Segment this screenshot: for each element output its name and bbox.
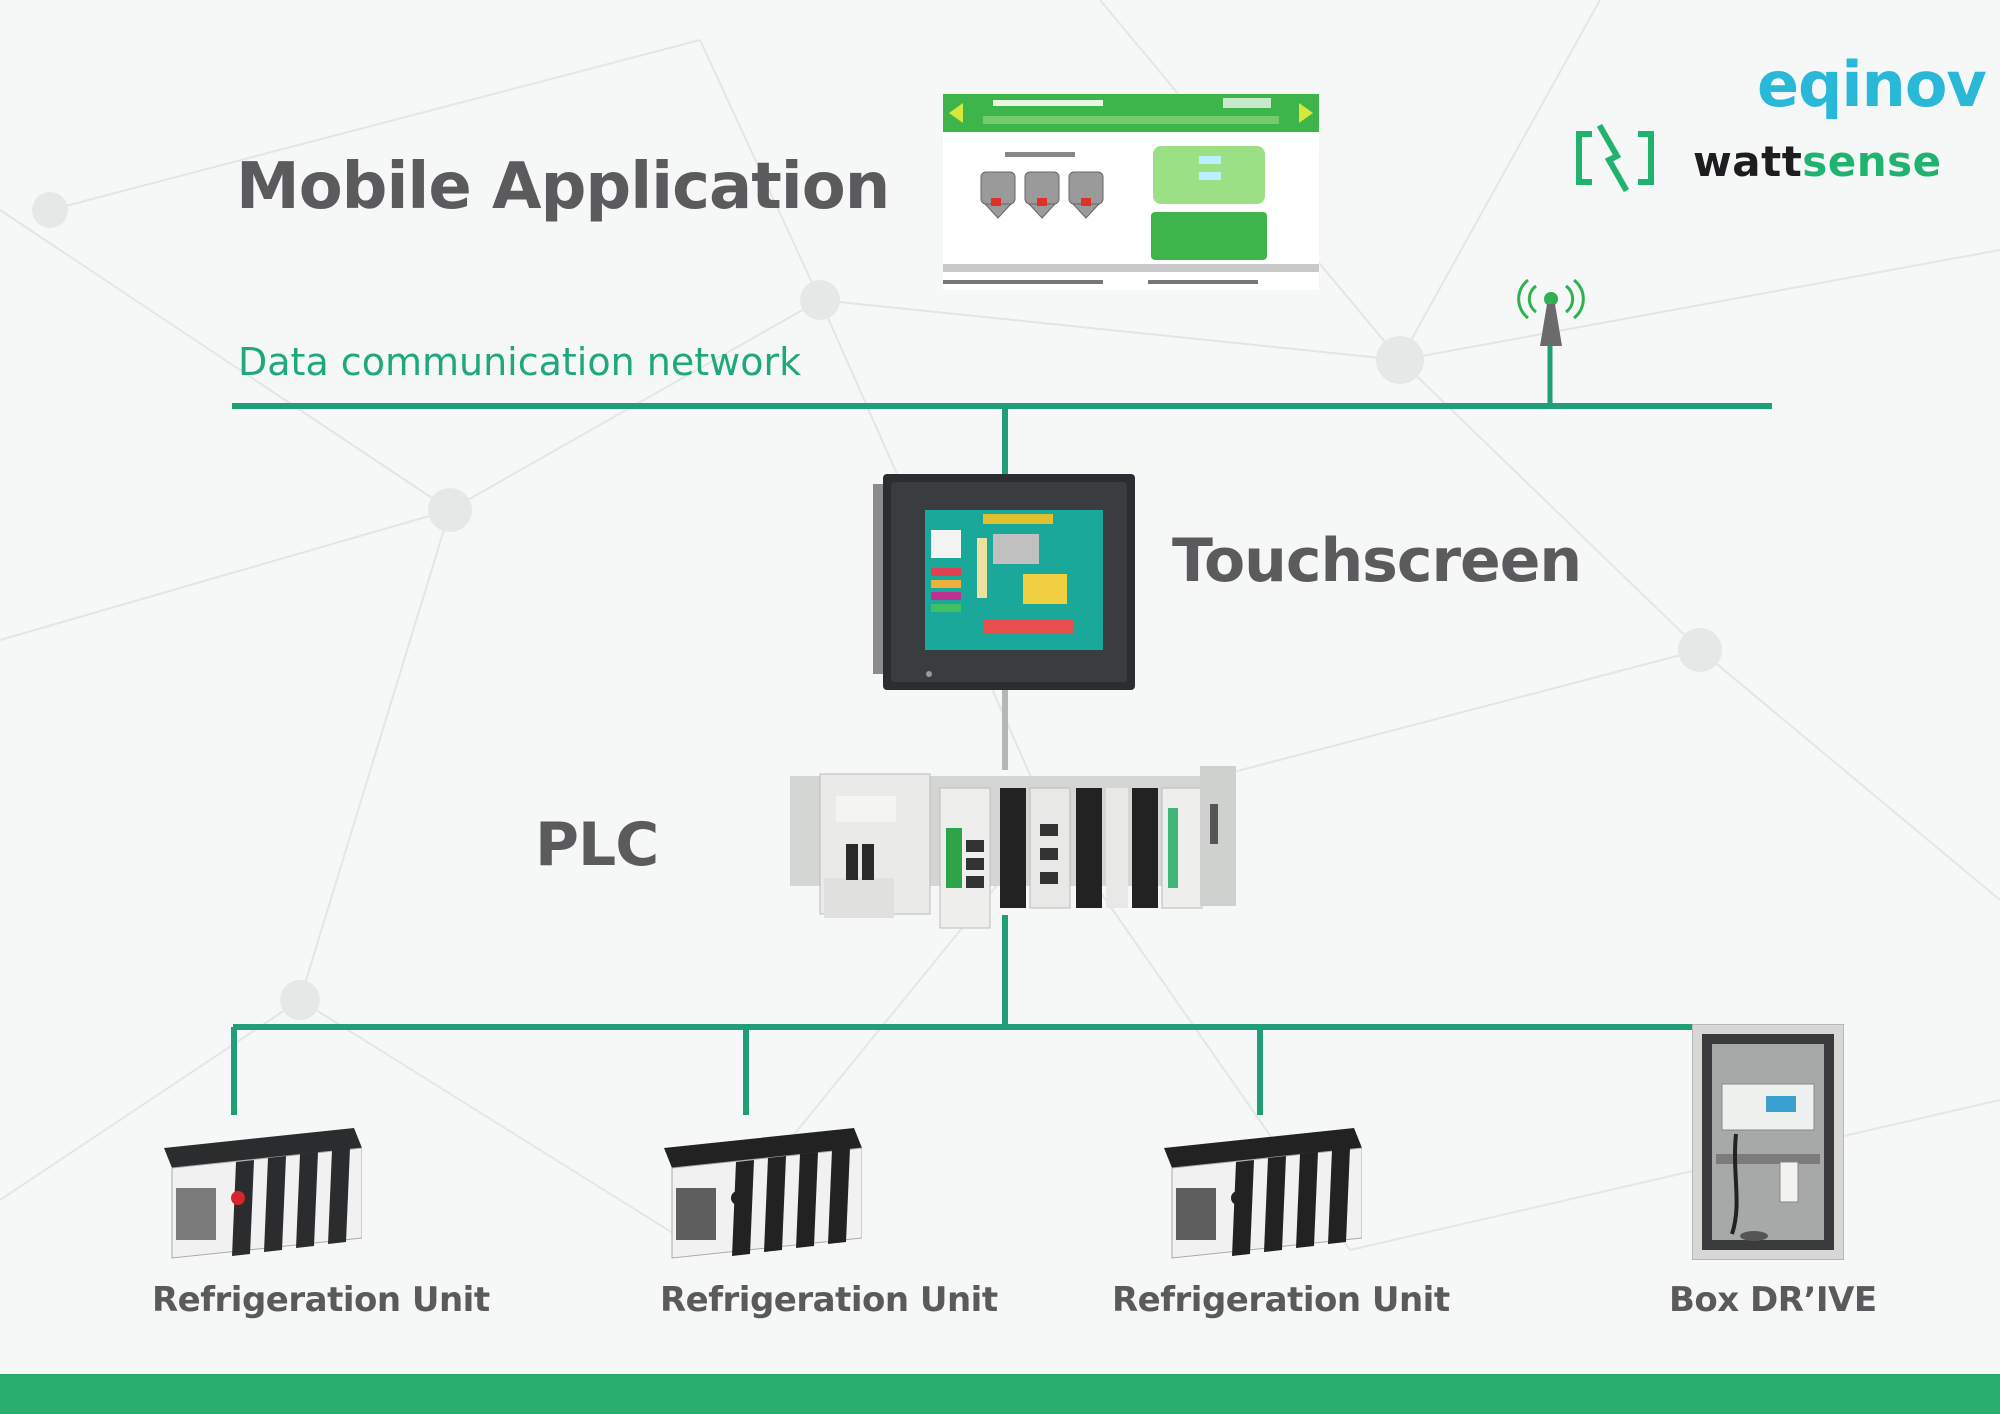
unit-label-1: Refrigeration Unit	[152, 1280, 490, 1320]
wattsense-wordmark: wattsense	[1693, 137, 1942, 186]
plc-device	[790, 766, 1236, 929]
unit-label-2: Refrigeration Unit	[660, 1280, 998, 1320]
mobile-application-title: Mobile Application	[236, 150, 890, 224]
wattsense-sense: sense	[1802, 137, 1942, 186]
refrigeration-unit-1-image	[164, 1128, 362, 1259]
footer-bar	[0, 1374, 2000, 1414]
plc-title: PLC	[535, 810, 659, 880]
touchscreen-title: Touchscreen	[1172, 526, 1582, 596]
unit-label-4: Box DR’IVE	[1669, 1280, 1877, 1320]
mobile-app-screenshot	[943, 94, 1319, 290]
eqinov-logo: eqinov	[1757, 48, 1987, 121]
antenna-icon	[1517, 278, 1585, 346]
wattsense-watt: watt	[1693, 137, 1803, 186]
refrigeration-unit-2-image	[664, 1128, 862, 1259]
refrigeration-unit-3-image	[1164, 1128, 1362, 1259]
box-drive-image	[1692, 1024, 1844, 1260]
wattsense-bracket-icon	[1576, 123, 1654, 193]
unit-label-3: Refrigeration Unit	[1112, 1280, 1450, 1320]
network-label: Data communication network	[238, 340, 802, 384]
touchscreen-device	[873, 474, 1135, 690]
